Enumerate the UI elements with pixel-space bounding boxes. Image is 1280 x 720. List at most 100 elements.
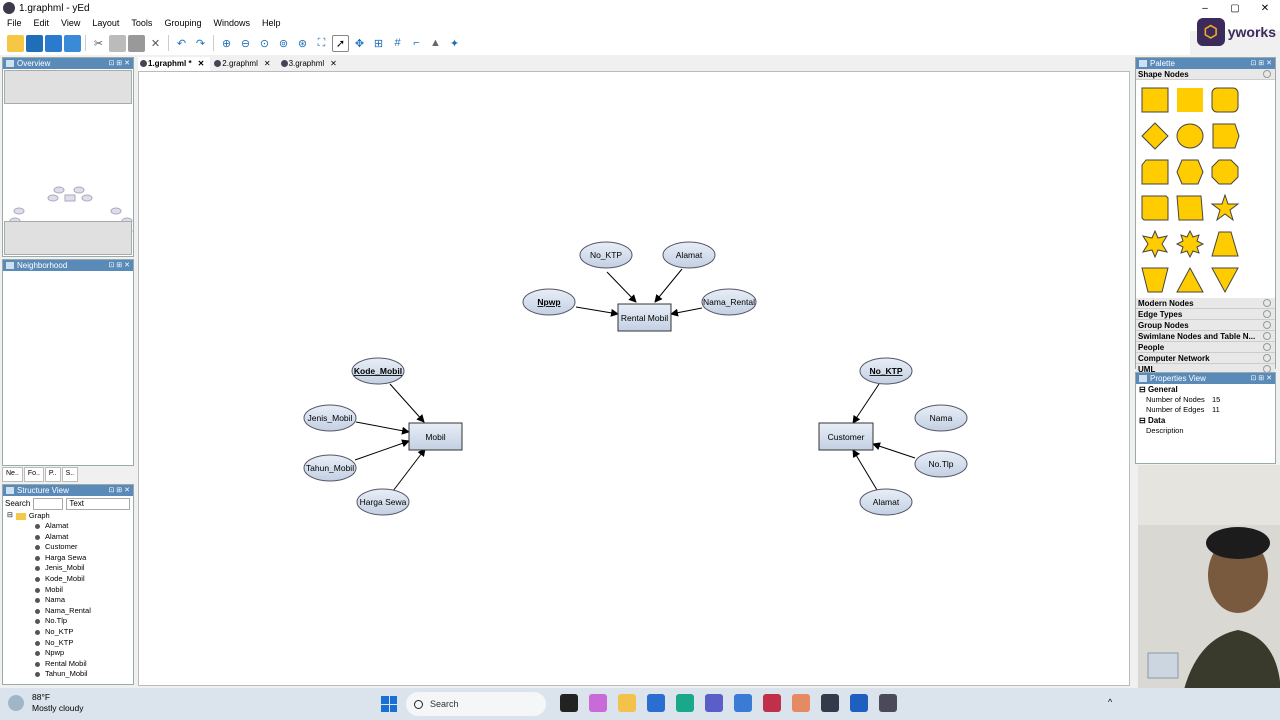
doc-tab-3[interactable]: 3.graphml✕ (279, 57, 343, 71)
close-button[interactable]: ✕ (1260, 2, 1270, 14)
tree-item[interactable]: No_KTP (7, 627, 133, 638)
menu-layout[interactable]: Layout (92, 18, 120, 28)
panel-controls-icon[interactable]: ⊡ ⊞ ✕ (1250, 60, 1273, 67)
menu-edit[interactable]: Edit (33, 18, 50, 28)
diamond-shape-icon[interactable] (1140, 122, 1170, 150)
zoom-out-icon[interactable]: ⊖ (240, 37, 251, 50)
zoom-area-icon[interactable]: ⊚ (278, 37, 289, 50)
tree-item[interactable]: Kode_Mobil (7, 574, 133, 585)
star5-shape-icon[interactable] (1210, 194, 1240, 222)
edge[interactable] (872, 442, 916, 459)
palette-section[interactable]: Modern Nodes (1136, 298, 1275, 309)
grid-icon[interactable]: # (394, 37, 401, 49)
menu-windows[interactable]: Windows (213, 18, 250, 28)
zoom-fit-icon[interactable]: ⊙ (259, 37, 270, 50)
expand-icon[interactable] (1263, 343, 1271, 351)
attribute-npwp[interactable]: Npwp (522, 288, 576, 316)
print-icon[interactable] (64, 34, 81, 52)
attribute-alamat[interactable]: Alamat (859, 488, 913, 516)
task-view-icon[interactable] (560, 694, 578, 712)
tab-neighborhood[interactable]: Ne.. (2, 467, 23, 482)
overview-viewport-top[interactable] (4, 70, 132, 104)
tree-item[interactable]: Mobil (7, 585, 133, 596)
tree-root[interactable]: ⊟ Graph (7, 511, 133, 521)
trapezoid-shape-icon[interactable] (1210, 230, 1240, 258)
graph-canvas[interactable]: Rental Mobil Mobil Customer No_KTP Alama… (138, 71, 1130, 686)
attribute-no-tlp[interactable]: No.Tlp (914, 450, 968, 478)
edge[interactable] (575, 306, 619, 317)
attribute-kode-mobil[interactable]: Kode_Mobil (351, 357, 405, 385)
triangle-down-shape-icon[interactable] (1210, 266, 1240, 294)
expand-icon[interactable] (1263, 310, 1271, 318)
edge[interactable] (355, 421, 410, 435)
open-icon[interactable] (26, 34, 43, 52)
tray-chevron-icon[interactable]: ^ (1108, 697, 1113, 707)
layout-icon[interactable]: ⊞ (373, 37, 384, 50)
expand-icon[interactable] (1263, 299, 1271, 307)
menu-help[interactable]: Help (261, 18, 281, 28)
maximize-button[interactable]: ▢ (1230, 2, 1240, 14)
palette-section[interactable]: Swimlane Nodes and Table N... (1136, 331, 1275, 342)
edge[interactable] (389, 383, 425, 423)
close-tab-icon[interactable]: ✕ (263, 59, 271, 68)
palette-section[interactable]: Group Nodes (1136, 320, 1275, 331)
copilot-icon[interactable] (589, 694, 607, 712)
file-explorer-icon[interactable] (618, 694, 636, 712)
ortho-icon[interactable]: ▲ (430, 37, 441, 49)
start-button[interactable] (381, 696, 397, 712)
palette-section-shape-nodes[interactable]: Shape Nodes (1136, 69, 1275, 80)
attribute-nama-rental[interactable]: Nama_Rental (701, 288, 757, 316)
snap-icon[interactable]: ⌐ (413, 37, 420, 49)
panel-controls-icon[interactable]: ⊡ ⊞ ✕ (1250, 375, 1273, 382)
panel-controls-icon[interactable]: ⊡ ⊞ ✕ (108, 487, 131, 494)
attribute-jenis-mobil[interactable]: Jenis_Mobil (303, 404, 357, 432)
store-icon[interactable] (647, 694, 665, 712)
expand-icon[interactable] (1263, 321, 1271, 329)
attribute-alamat[interactable]: Alamat (662, 241, 716, 269)
tree-item[interactable]: No_KTP (7, 638, 133, 649)
menu-tools[interactable]: Tools (131, 18, 153, 28)
tree-item[interactable]: Nama (7, 595, 133, 606)
rounded-rect-shape-icon[interactable] (1210, 86, 1240, 114)
attribute-no-ktp[interactable]: No_KTP (859, 357, 913, 385)
structure-search-mode[interactable]: Text (66, 497, 131, 510)
edit-mode-icon[interactable]: ➚ (332, 34, 349, 52)
pentagon-shape-icon[interactable] (1140, 158, 1170, 186)
paste-icon[interactable] (128, 34, 145, 52)
attribute-no-ktp[interactable]: No_KTP (579, 241, 633, 269)
tree-item[interactable]: Alamat (7, 532, 133, 543)
menu-grouping[interactable]: Grouping (164, 18, 202, 28)
redo-icon[interactable]: ↷ (195, 37, 206, 50)
tree-item[interactable]: Jenis_Mobil (7, 563, 133, 574)
properties-section-data[interactable]: ⊟ Data (1139, 416, 1166, 425)
edge[interactable] (392, 448, 426, 492)
attribute-tahun-mobil[interactable]: Tahun_Mobil (303, 454, 357, 482)
zoom-selection-icon[interactable]: ⊛ (297, 37, 308, 50)
property-row[interactable]: Description (1136, 426, 1275, 436)
cut-rect-shape-icon[interactable] (1140, 194, 1170, 222)
teams-icon[interactable] (705, 694, 723, 712)
tree-item[interactable]: Alamat (7, 521, 133, 532)
rectangle-shape-icon[interactable] (1140, 86, 1170, 114)
delete-icon[interactable]: ✕ (150, 37, 161, 50)
minimize-button[interactable]: – (1202, 2, 1208, 14)
tree-item[interactable]: No.Tlp (7, 616, 133, 627)
entity-mobil[interactable]: Mobil (408, 422, 463, 451)
menu-view[interactable]: View (61, 18, 81, 28)
close-tab-icon[interactable]: ✕ (197, 59, 205, 68)
edge[interactable] (670, 307, 703, 317)
tree-item[interactable]: Npwp (7, 648, 133, 659)
navigate-icon[interactable]: ✥ (354, 37, 365, 50)
zoom-in-icon[interactable]: ⊕ (221, 37, 232, 50)
tree-item[interactable]: Rental Mobil (7, 659, 133, 670)
entity-customer[interactable]: Customer (818, 422, 874, 451)
rectangle-flat-shape-icon[interactable] (1175, 86, 1205, 114)
palette-section[interactable]: Edge Types (1136, 309, 1275, 320)
collapse-icon[interactable] (1263, 70, 1271, 78)
tree-item[interactable]: Nama_Rental (7, 606, 133, 617)
expand-icon[interactable] (1263, 354, 1271, 362)
trapezoid-rect-shape-icon[interactable] (1175, 194, 1205, 222)
copy-icon[interactable] (109, 34, 126, 52)
tree-item[interactable]: Tahun_Mobil (7, 669, 133, 680)
magic-icon[interactable]: ✦ (449, 37, 460, 50)
